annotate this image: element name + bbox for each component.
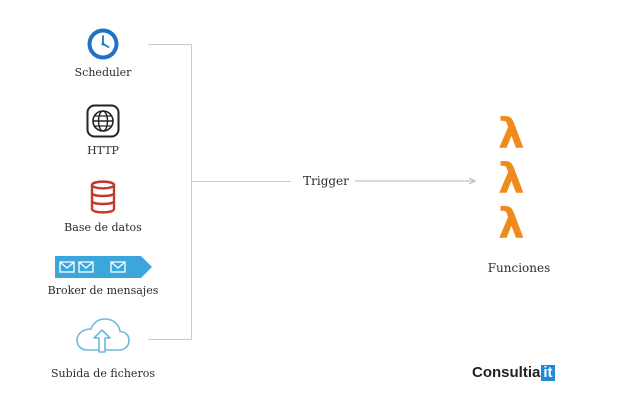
scheduler-connector [148, 44, 192, 45]
functions-label: Funciones [487, 261, 551, 275]
cloud-upload-icon [76, 318, 130, 353]
logo-accent: it [541, 364, 555, 381]
database-label: Base de datos [64, 221, 142, 234]
lambda-icon: λ [498, 109, 525, 158]
broker-label: Broker de mensajes [47, 284, 159, 297]
upload-connector [148, 339, 192, 340]
trigger-label: Trigger [303, 174, 349, 188]
lambda-icon: λ [498, 199, 525, 248]
message-broker-icon [55, 256, 152, 278]
logo-text: Consultia [472, 364, 541, 381]
upload-label: Subida de ficheros [51, 367, 155, 380]
globe-icon [86, 104, 120, 138]
scheduler-label: Scheduler [74, 66, 132, 79]
clock-icon [87, 28, 119, 60]
sources-bracket [191, 44, 192, 340]
http-label: HTTP [87, 144, 119, 157]
lambda-icon: λ [498, 154, 525, 203]
bracket-to-trigger-line [191, 181, 291, 182]
trigger-arrow [355, 177, 477, 185]
database-icon [90, 180, 116, 214]
